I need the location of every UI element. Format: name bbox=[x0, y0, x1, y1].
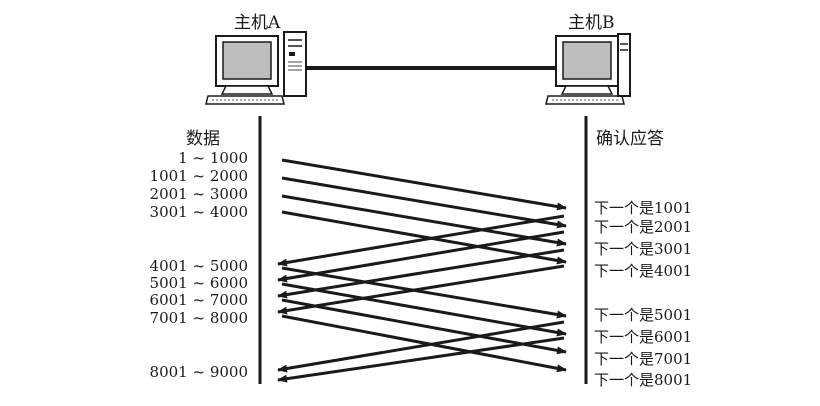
host-a-label: 主机A bbox=[234, 13, 281, 33]
ack-label: 下一个是4001 bbox=[594, 262, 693, 280]
ack-label: 下一个是8001 bbox=[594, 371, 693, 389]
data-segment-label: 6001 ~ 7000 bbox=[149, 291, 248, 309]
data-arrow-8 bbox=[281, 314, 567, 373]
ack-arrow-1 bbox=[277, 214, 565, 267]
data-segment-label: 5001 ~ 6000 bbox=[149, 274, 248, 292]
host-b-computer-icon bbox=[545, 33, 631, 105]
ack-arrow-6 bbox=[277, 336, 565, 383]
data-arrow-3 bbox=[281, 194, 567, 247]
sender-heading: 数据 bbox=[186, 129, 220, 149]
data-segment-label: 1001 ~ 2000 bbox=[149, 167, 248, 185]
data-arrows bbox=[281, 158, 567, 373]
ack-label: 下一个是5001 bbox=[594, 306, 693, 324]
data-arrow-2 bbox=[281, 176, 567, 229]
data-arrow-5 bbox=[281, 266, 567, 319]
ack-arrow-2 bbox=[277, 230, 565, 283]
ack-arrow-4 bbox=[277, 264, 565, 315]
ack-label: 下一个是3001 bbox=[594, 240, 693, 258]
data-arrow-6 bbox=[281, 282, 567, 337]
ack-arrows bbox=[277, 214, 565, 383]
ack-label: 下一个是6001 bbox=[594, 328, 693, 346]
ack-arrow-5 bbox=[277, 320, 565, 373]
receiver-heading: 确认应答 bbox=[596, 129, 664, 149]
data-segment-label: 1 ~ 1000 bbox=[178, 149, 248, 167]
data-arrow-4 bbox=[281, 210, 567, 265]
data-segment-label: 2001 ~ 3000 bbox=[149, 185, 248, 203]
ack-label: 下一个是1001 bbox=[594, 199, 693, 217]
ack-arrow-3 bbox=[277, 248, 565, 299]
host-a-computer-icon bbox=[205, 31, 307, 105]
data-arrow-1 bbox=[281, 158, 567, 211]
host-b-label: 主机B bbox=[568, 13, 615, 33]
ack-label: 下一个是7001 bbox=[594, 350, 693, 368]
data-segment-label: 7001 ~ 8000 bbox=[149, 309, 248, 327]
data-segment-label: 4001 ~ 5000 bbox=[149, 257, 248, 275]
data-segment-label: 3001 ~ 4000 bbox=[149, 203, 248, 221]
data-segment-label: 8001 ~ 9000 bbox=[149, 363, 248, 381]
ack-label: 下一个是2001 bbox=[594, 218, 693, 236]
